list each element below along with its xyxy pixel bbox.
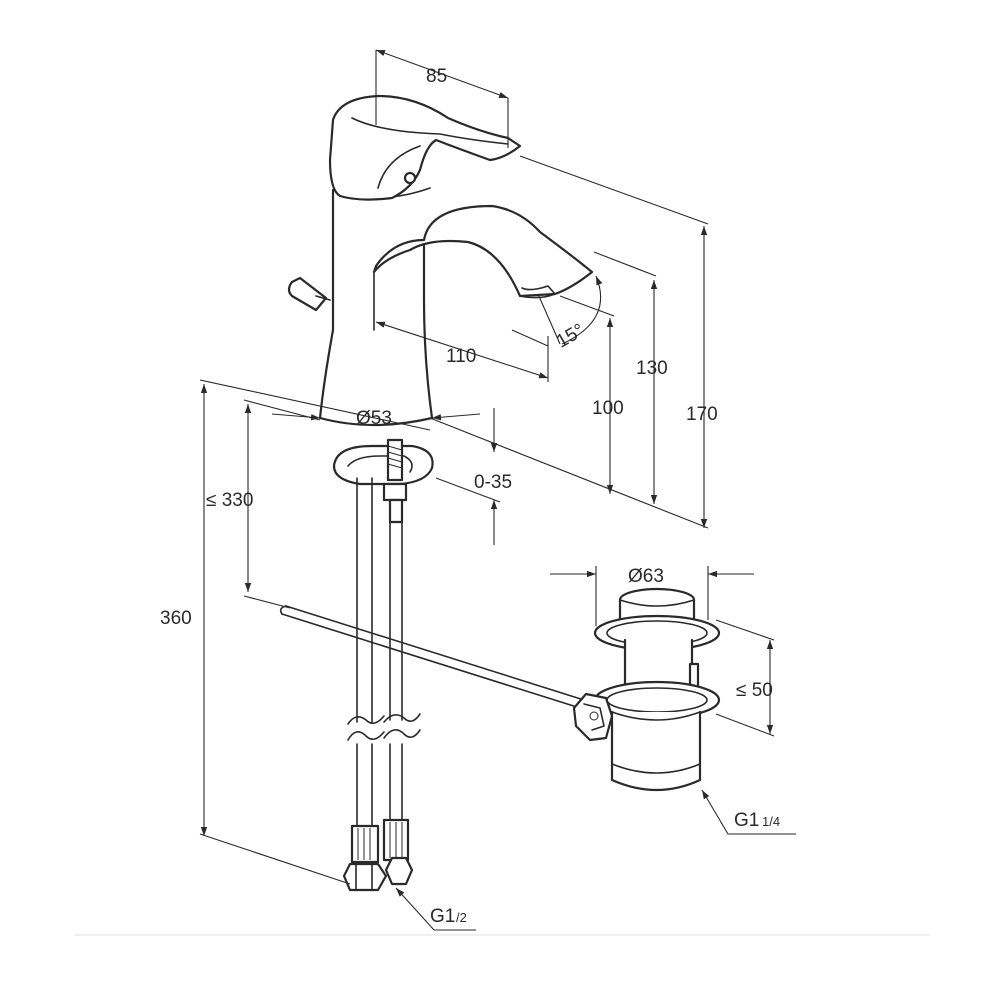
pull-rod <box>279 605 585 709</box>
label-height-130: 130 <box>636 358 668 379</box>
label-angle-15: 15° <box>553 320 588 353</box>
label-thread-hose-main: G1 <box>430 906 455 927</box>
label-thread-waste-main: G1 <box>734 810 759 831</box>
label-pull-rod-330: ≤ 330 <box>206 490 253 511</box>
supply-hoses <box>342 477 421 892</box>
label-waste-diameter: Ø63 <box>628 566 664 587</box>
label-thread-waste: G1 1/4 <box>734 810 780 831</box>
label-hose-360: 360 <box>160 608 192 629</box>
label-height-170: 170 <box>686 404 718 425</box>
label-height-100: 100 <box>592 398 624 419</box>
label-base-diameter: Ø53 <box>356 408 392 429</box>
faucet-body <box>287 94 594 427</box>
label-waste-height: ≤ 50 <box>736 680 773 701</box>
label-reach-110: 110 <box>446 346 476 367</box>
dimension-lines <box>199 49 796 931</box>
label-thread-hose-sub: /2 <box>456 910 467 925</box>
label-deck-thickness: 0-35 <box>474 472 512 493</box>
label-thread-hose: G1 /2 <box>430 906 467 927</box>
mounting-hardware <box>332 438 434 524</box>
label-reach-85: 85 <box>426 66 447 87</box>
label-thread-waste-sub: 1/4 <box>762 814 780 829</box>
popup-waste <box>572 587 721 792</box>
